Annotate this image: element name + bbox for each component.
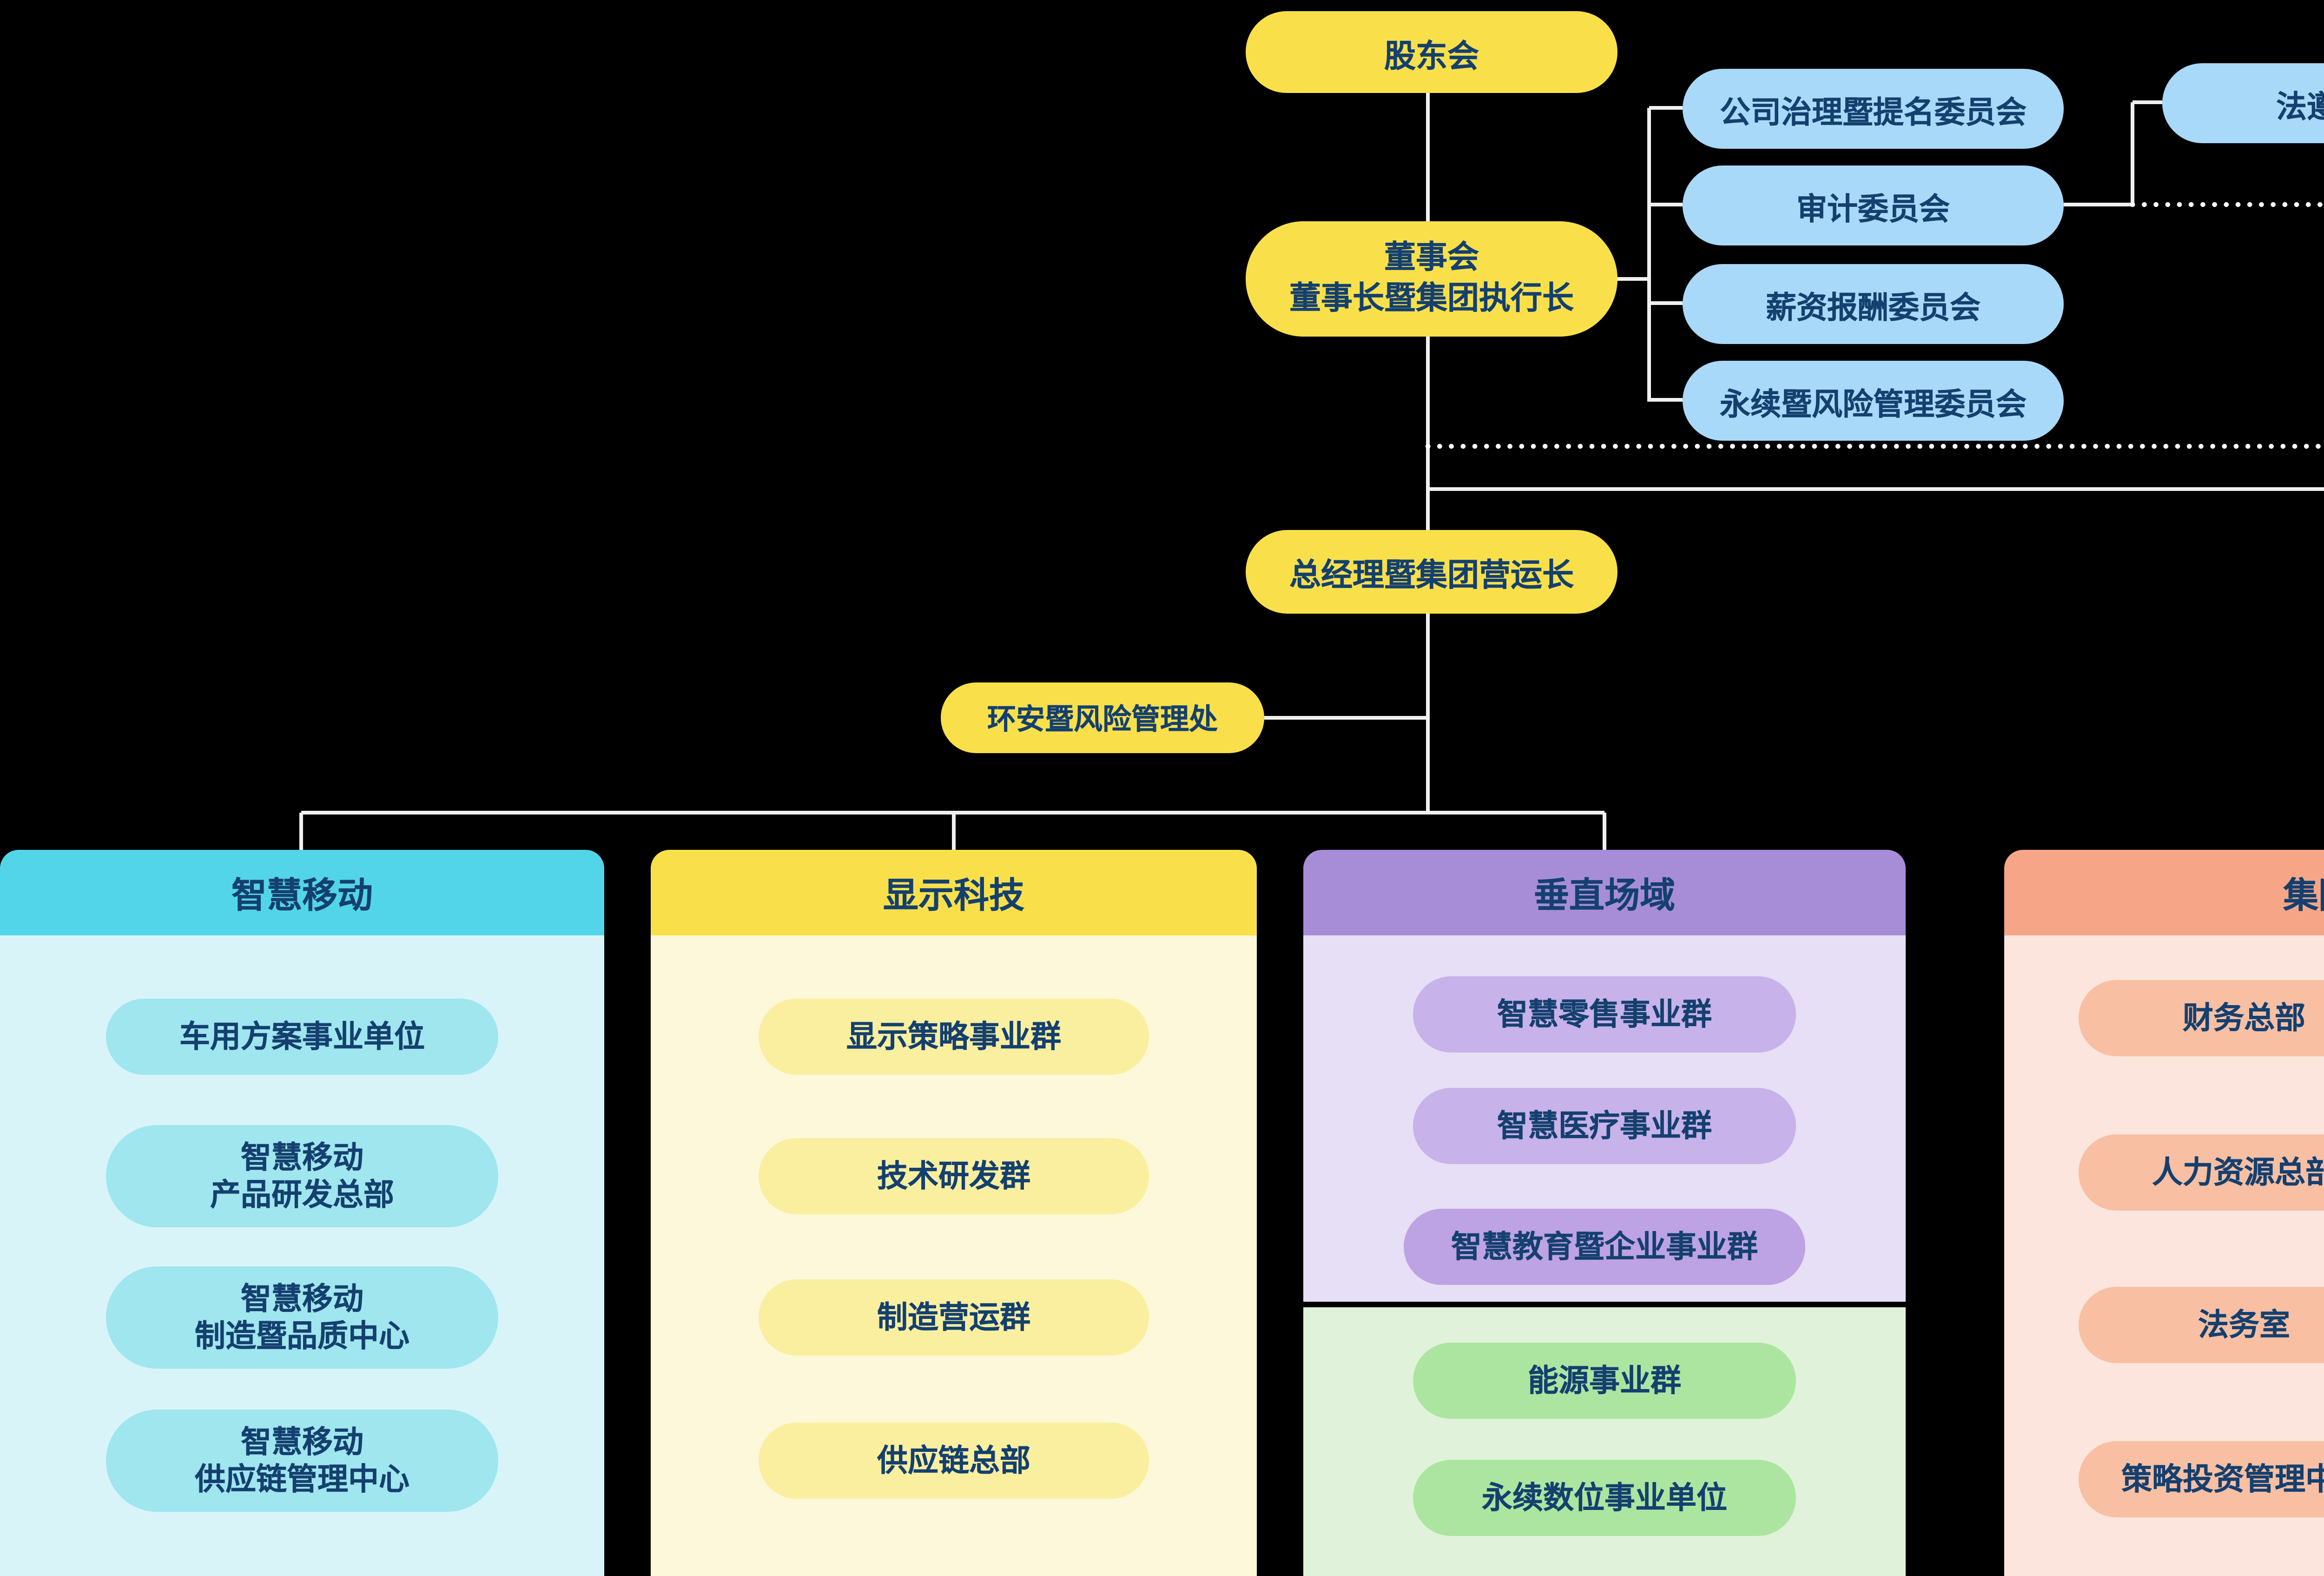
node-label-line1: 智慧移动 — [241, 1280, 363, 1316]
node-smart-retail-group: 智慧零售事业群 — [1413, 976, 1796, 1053]
node-label-line2: 供应链管理中心 — [195, 1461, 409, 1496]
node-mobility-manufacturing-quality-center: 智慧移动 制造暨品质中心 — [106, 1266, 498, 1369]
node-label-line2: 制造暨品质中心 — [195, 1318, 409, 1353]
node-strategic-investment-management-center: 策略投资管理中心 — [2079, 1441, 2324, 1517]
node-smart-medical-group: 智慧医疗事业群 — [1413, 1088, 1796, 1164]
node-label: 财务总部 — [2183, 1000, 2305, 1035]
node-label: 智慧教育暨企业事业群 — [1451, 1228, 1758, 1264]
column-title: 集团营运支援单位 — [2283, 875, 2324, 916]
node-label: 策略投资管理中心 — [2121, 1461, 2324, 1496]
node-legal-office: 法务室 — [2079, 1287, 2324, 1363]
column-group-operations-support-header: 集团营运支援单位 — [2004, 850, 2324, 935]
node-label-line2: 董事长暨集团执行长 — [1289, 281, 1574, 318]
node-label: 智慧零售事业群 — [1497, 996, 1712, 1031]
column-vertical-domains-header: 垂直场域 — [1303, 850, 1906, 935]
node-smart-education-enterprise-group: 智慧教育暨企业事业群 — [1404, 1209, 1805, 1285]
column-title: 显示科技 — [883, 875, 1024, 916]
node-mobility-supply-chain-center: 智慧移动 供应链管理中心 — [106, 1410, 498, 1512]
node-audit-committee: 审计委员会 — [1683, 166, 2064, 245]
column-group-operations-support: 集团营运支援单位 财务总部 数位技术发展总部 人力资源总部 永续发展总部 法务室… — [2004, 850, 2324, 1576]
node-label: 显示策略事业群 — [846, 1018, 1061, 1053]
column-title: 智慧移动 — [231, 875, 373, 916]
node-label: 能源事业群 — [1528, 1362, 1681, 1397]
node-human-resources-hq: 人力资源总部 — [2079, 1134, 2324, 1211]
node-ehs-risk-management-office: 环安暨风险管理处 — [941, 682, 1264, 753]
node-label-line1: 车用方案事业单位 — [179, 1018, 425, 1053]
node-label: 公司治理暨提名委员会 — [1720, 94, 2027, 129]
column-display-technology: 显示科技 显示策略事业群 技术研发群 制造营运群 供应链总部 — [651, 850, 1257, 1576]
node-label: 薪资报酬委员会 — [1766, 289, 1981, 324]
node-label: 永续数位事业单位 — [1482, 1479, 1727, 1515]
node-automotive-solutions-unit: 车用方案事业单位 — [106, 999, 498, 1075]
column-smart-mobility: 智慧移动 车用方案事业单位 智慧移动 产品研发总部 智慧移动 制造暨品质中心 智… — [0, 850, 604, 1576]
node-label: 永续暨风险管理委员会 — [1720, 386, 2027, 421]
node-chief-compliance-officer: 法遵总顾问 — [2162, 63, 2324, 143]
node-label-line1: 智慧移动 — [241, 1139, 363, 1174]
node-label: 人力资源总部 — [2152, 1154, 2324, 1189]
node-shareholders-meeting: 股东会 — [1246, 11, 1618, 93]
column-title: 垂直场域 — [1533, 875, 1675, 916]
node-label: 供应链总部 — [877, 1442, 1030, 1477]
node-sustainable-digital-unit: 永续数位事业单位 — [1413, 1460, 1796, 1536]
node-label: 技术研发群 — [877, 1158, 1030, 1193]
node-display-strategy-group: 显示策略事业群 — [759, 999, 1149, 1075]
solid-connectors — [299, 93, 2324, 850]
node-label: 股东会 — [1384, 38, 1479, 75]
node-energy-group: 能源事业群 — [1413, 1343, 1796, 1419]
column-vertical-domains: 垂直场域 智慧零售事业群 智慧医疗事业群 智慧教育暨企业事业群 能源事业群 永续… — [1303, 850, 1906, 1576]
node-label: 制造营运群 — [877, 1299, 1030, 1334]
node-label: 法遵总顾问 — [2276, 88, 2324, 124]
node-governance-nomination-committee: 公司治理暨提名委员会 — [1683, 69, 2064, 149]
node-board-of-directors: 董事会 董事长暨集团执行长 — [1246, 221, 1618, 337]
node-label-line1: 智慧移动 — [241, 1424, 363, 1459]
node-supply-chain-hq: 供应链总部 — [759, 1423, 1149, 1499]
node-sustainability-risk-committee: 永续暨风险管理委员会 — [1683, 361, 2064, 441]
node-president-coo: 总经理暨集团营运长 — [1246, 530, 1618, 614]
node-mobility-product-rd-hq: 智慧移动 产品研发总部 — [106, 1125, 498, 1227]
node-technology-rd-group: 技术研发群 — [759, 1138, 1149, 1214]
node-manufacturing-operations-group: 制造营运群 — [759, 1279, 1149, 1356]
node-label: 法务室 — [2198, 1306, 2290, 1342]
column-display-technology-header: 显示科技 — [651, 850, 1257, 935]
node-label-line1: 董事会 — [1384, 240, 1479, 277]
node-label: 智慧医疗事业群 — [1497, 1107, 1712, 1143]
node-compensation-committee: 薪资报酬委员会 — [1683, 264, 2064, 344]
column-smart-mobility-header: 智慧移动 — [0, 850, 604, 935]
node-label: 环安暨风险管理处 — [987, 703, 1218, 736]
node-finance-hq: 财务总部 — [2079, 980, 2324, 1056]
node-label-line2: 产品研发总部 — [210, 1176, 394, 1212]
node-label: 总经理暨集团营运长 — [1289, 558, 1574, 595]
node-label: 审计委员会 — [1796, 191, 1950, 226]
